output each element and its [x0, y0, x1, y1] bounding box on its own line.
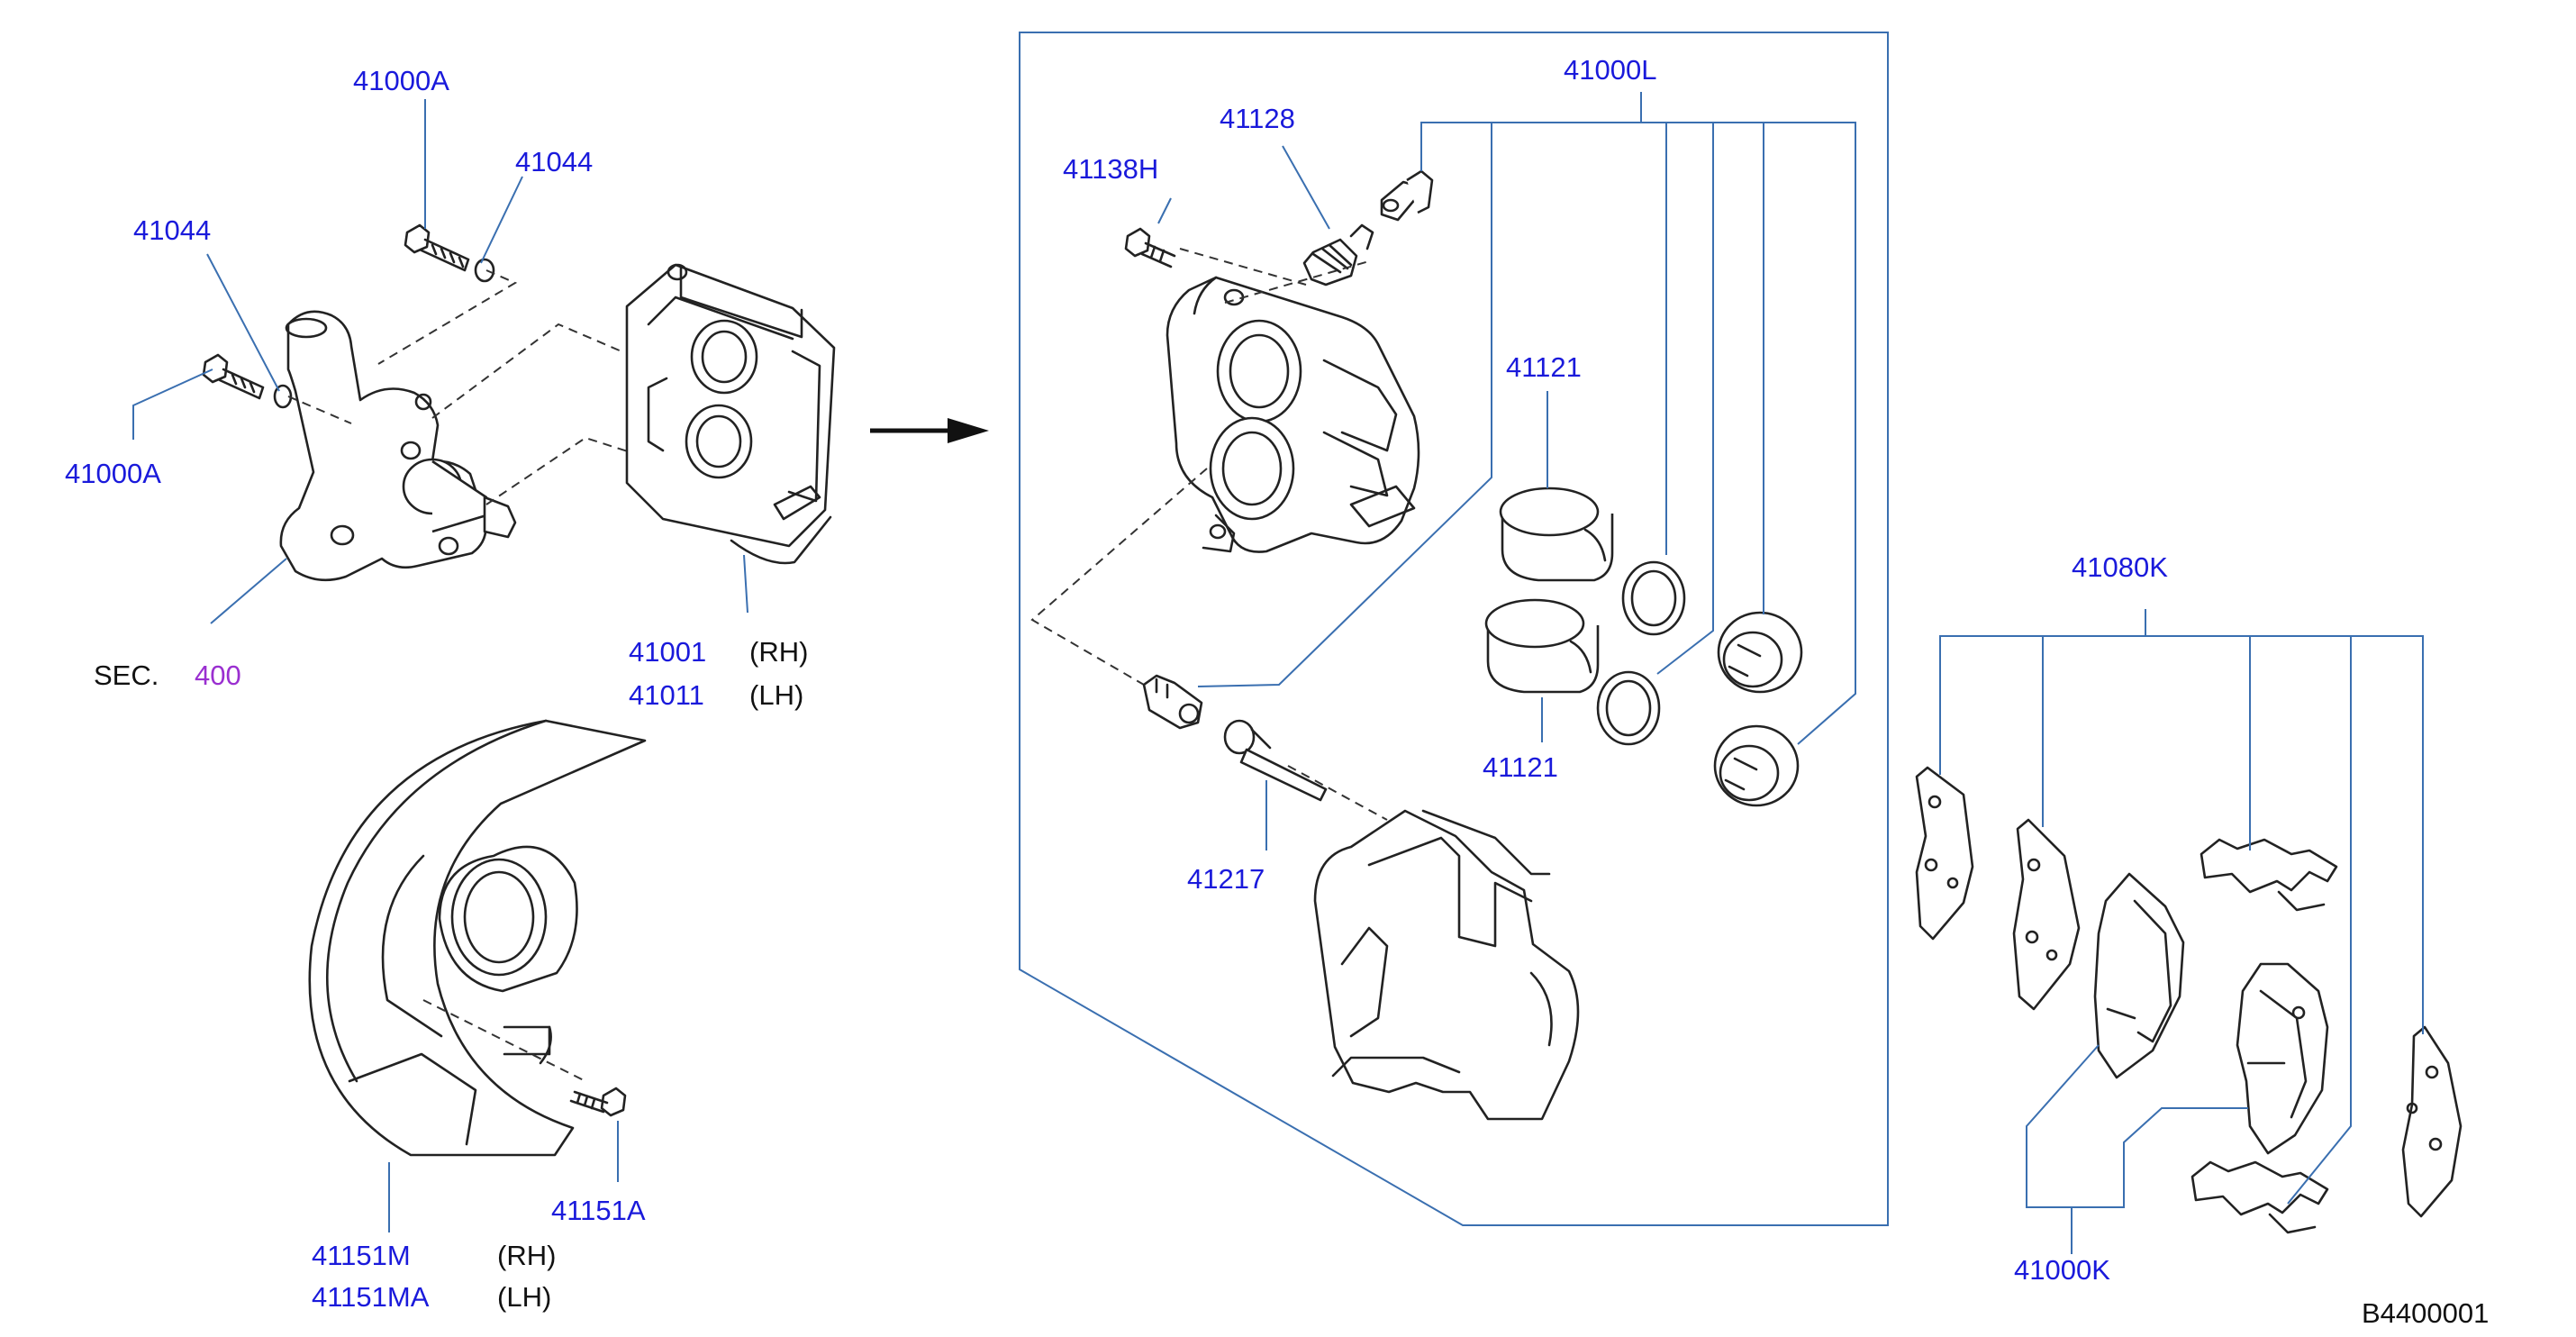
label-41001: 41001	[629, 636, 706, 668]
brake-pad-outer	[2093, 872, 2185, 1079]
label-41000l: 41000L	[1564, 54, 1656, 86]
leader-lines	[132, 92, 2424, 1254]
bolt-41000a-left	[202, 353, 265, 400]
piston-boot-lower	[1713, 724, 1800, 807]
pad-retainer-clip-upper	[2200, 838, 2338, 912]
brake-pad-inner	[2236, 962, 2329, 1155]
slide-pin-boot	[1142, 674, 1203, 730]
washer-41044-right	[474, 258, 495, 283]
label-41000a-left: 41000A	[65, 458, 161, 489]
label-41011-side: (LH)	[749, 679, 803, 711]
label-41044-left: 41044	[133, 214, 211, 246]
diagram-code: B4400001	[2362, 1297, 2489, 1329]
dashed-guide	[431, 323, 622, 419]
brake-dust-shield	[308, 719, 647, 1157]
caliper-bracket	[1313, 809, 1580, 1121]
dashed-guide	[1179, 248, 1307, 286]
caliper-assembly-rh-lh	[625, 263, 836, 565]
pad-shim-inner-left	[2012, 818, 2081, 1011]
label-41151m-side: (RH)	[497, 1240, 556, 1271]
dashed-guide	[287, 396, 352, 424]
caliper-body	[1166, 276, 1420, 553]
bleeder-screw-41128	[1302, 223, 1374, 286]
slide-pin-41217	[1223, 719, 1328, 802]
dashed-guide	[377, 269, 518, 365]
label-41000a-top: 41000A	[353, 65, 449, 96]
steering-knuckle	[279, 310, 517, 582]
label-41128: 41128	[1220, 103, 1295, 134]
label-sec-prefix: SEC.	[94, 659, 159, 691]
label-41151ma: 41151MA	[312, 1281, 430, 1313]
label-41001-side: (RH)	[749, 636, 808, 668]
label-41000k: 41000K	[2014, 1254, 2110, 1286]
label-41217: 41217	[1187, 863, 1265, 895]
bleeder-cap	[1380, 169, 1434, 222]
pad-shim-outer-left	[1915, 766, 1974, 941]
bolt-41000a-top	[404, 223, 470, 272]
label-41044-right: 41044	[515, 146, 593, 177]
label-41151a: 41151A	[551, 1195, 646, 1226]
label-41011: 41011	[629, 679, 704, 711]
piston-lower	[1484, 598, 1600, 694]
dashed-guide	[1287, 765, 1388, 821]
label-41151m: 41151M	[312, 1240, 411, 1271]
dashed-guide	[1030, 468, 1208, 686]
dashed-guide	[485, 436, 631, 505]
label-41121-top: 41121	[1506, 351, 1582, 383]
bolt-41151a	[569, 1087, 627, 1117]
label-41151ma-side: (LH)	[497, 1281, 551, 1313]
label-41080k: 41080K	[2072, 551, 2168, 583]
kit-boundary-box	[1019, 32, 1889, 1226]
pad-shim-outer-right	[2401, 1025, 2463, 1218]
piston-upper	[1499, 487, 1614, 582]
direction-arrow	[870, 418, 989, 443]
label-41138h: 41138H	[1063, 153, 1158, 185]
label-sec-number: 400	[195, 659, 241, 691]
label-41121-bottom: 41121	[1483, 751, 1558, 783]
washer-41044-left	[273, 384, 293, 409]
piston-boot-upper	[1717, 611, 1803, 694]
bolt-41138h	[1124, 227, 1176, 268]
pad-retainer-clip-lower	[2191, 1160, 2329, 1234]
part-labels: 41000A 41044 41044 41000A SEC. 400 41001…	[65, 54, 2489, 1329]
dashed-guide	[1224, 260, 1370, 304]
